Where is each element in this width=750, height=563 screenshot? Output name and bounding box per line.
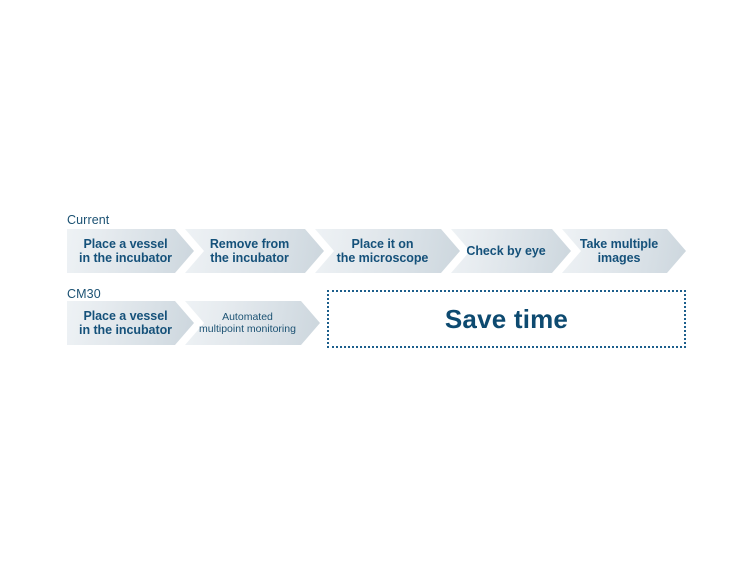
arrow-shape-icon [451,229,571,273]
flow-row-current: Place a vessel in the incubator Remove f… [67,229,686,273]
arrow-shape-icon [67,301,194,345]
flow-row-cm30: Place a vessel in the incubator Automate… [67,301,320,345]
step-current-2[interactable]: Remove from the incubator [185,229,324,273]
step-label: Place it on the microscope [336,236,429,266]
step-label: Remove from the incubator [209,236,290,266]
step-cm30-2[interactable]: Automated multipoint monitoring [185,301,320,345]
arrow-shape-icon [185,229,324,273]
step-label: Automated multipoint monitoring [199,310,296,336]
step-label: Check by eye [466,243,546,258]
step-label: Place a vessel in the incubator [79,236,172,266]
arrow-shape-icon [562,229,686,273]
row-label-cm30: CM30 [67,287,101,301]
step-current-1[interactable]: Place a vessel in the incubator [67,229,194,273]
step-label: Take multiple images [579,236,659,266]
arrow-shape-icon [315,229,460,273]
arrow-shape-icon [67,229,194,273]
save-time-callout: Save time [327,290,686,348]
save-time-label: Save time [444,304,569,334]
arrow-shape-icon [185,301,320,345]
step-current-5[interactable]: Take multiple images [562,229,686,273]
step-label: Place a vessel in the incubator [79,308,172,338]
step-current-4[interactable]: Check by eye [451,229,571,273]
row-label-current: Current [67,213,110,227]
step-current-3[interactable]: Place it on the microscope [315,229,460,273]
step-cm30-1[interactable]: Place a vessel in the incubator [67,301,194,345]
